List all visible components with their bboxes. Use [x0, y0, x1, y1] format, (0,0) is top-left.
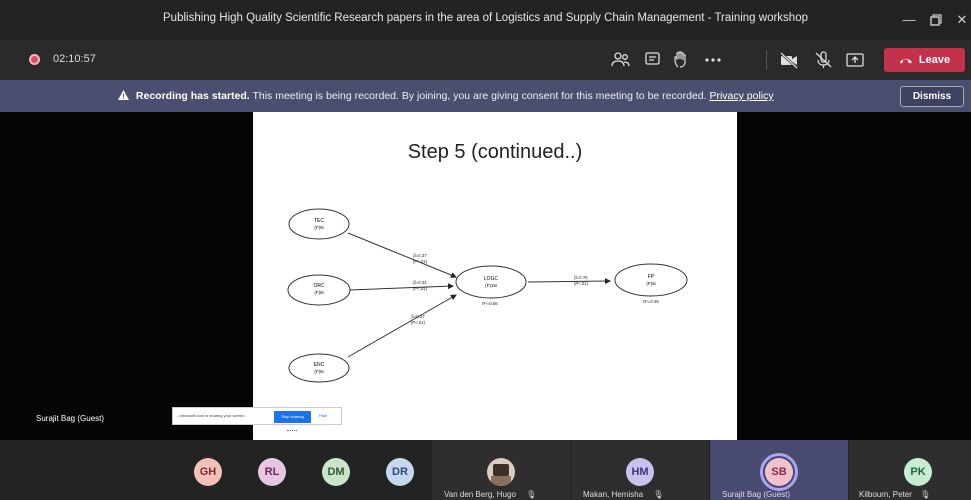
- toolbar-divider: [766, 50, 767, 70]
- participant-strip: GH RL DM DR Van den Berg, Hugo 🎙︎ HM Mak…: [0, 440, 971, 500]
- leave-label: Leave: [918, 54, 951, 66]
- participant-name: Surajit Bag (Guest): [722, 490, 791, 499]
- camera-off-icon[interactable]: [778, 50, 800, 70]
- maximize-icon[interactable]: [924, 8, 948, 32]
- label-orc-logc-p: (P<.01): [413, 286, 428, 291]
- avatar-dr[interactable]: DR: [386, 458, 414, 486]
- dismiss-button[interactable]: Dismiss: [900, 86, 964, 107]
- avatar-pk: PK: [904, 458, 932, 486]
- recording-started-text: Recording has started.: [135, 90, 250, 102]
- participant-tile-surajit[interactable]: SB Surajit Bag (Guest): [710, 440, 848, 500]
- node-fp: FP (F)5i: [614, 263, 688, 297]
- avatar-rl[interactable]: RL: [258, 458, 286, 486]
- path-orc-logc: [349, 283, 454, 291]
- svg-text:TEC: TEC: [314, 218, 324, 224]
- privacy-policy-link[interactable]: Privacy policy: [709, 90, 774, 102]
- leave-button[interactable]: Leave: [884, 48, 965, 72]
- mic-off-icon: 🎙︎: [526, 490, 537, 499]
- node-orc: ORC (F)8i: [287, 274, 351, 306]
- shared-slide: Step 5 (continued..) TEC (F)9i ORC (F)8i: [253, 112, 737, 440]
- avatar-hm: HM: [626, 458, 654, 486]
- minimize-icon[interactable]: —: [902, 12, 916, 27]
- label-enc-logc-beta: β=0.37: [411, 314, 425, 319]
- call-timer: 02:10:57: [53, 53, 96, 65]
- mic-off-icon[interactable]: [812, 50, 834, 70]
- label-enc-logc-p: (P<.01): [411, 320, 426, 325]
- title-bar: Publishing High Quality Scientific Resea…: [0, 0, 971, 40]
- svg-text:FP: FP: [648, 274, 655, 280]
- warning-icon: [118, 90, 129, 100]
- label-logc-fp-beta: β=0.76: [574, 275, 588, 280]
- close-icon[interactable]: ✕: [956, 12, 968, 27]
- path-logc-fp: [527, 278, 611, 285]
- share-icon[interactable]: [844, 50, 866, 70]
- speaking-ring: [760, 453, 798, 491]
- chat-icon[interactable]: [642, 50, 664, 70]
- more-icon[interactable]: [702, 50, 724, 70]
- stop-sharing-button[interactable]: Stop sharing: [274, 411, 311, 423]
- slide-title: Step 5 (continued..): [407, 141, 583, 163]
- label-orc-logc-beta: β=0.24: [413, 280, 427, 285]
- avatar-sb: SB: [765, 458, 793, 486]
- participant-tile-hugo[interactable]: Van den Berg, Hugo 🎙︎: [432, 440, 570, 500]
- svg-text:(F)9i: (F)9i: [314, 225, 323, 230]
- raise-hand-icon[interactable]: [671, 50, 693, 70]
- svg-text:(F)6i: (F)6i: [314, 369, 323, 374]
- label-tec-logc-beta: β=0.37: [413, 253, 427, 258]
- call-toolbar: 02:10:57 Leave: [0, 40, 971, 80]
- window-title: Publishing High Quality Scientific Resea…: [163, 12, 808, 24]
- photo-avatar: [487, 458, 515, 486]
- recording-indicator-icon: [29, 54, 40, 65]
- label-fp-r2: R²=0.49: [643, 299, 659, 304]
- participant-tile-hemisha[interactable]: HM Makan, Hemisha 🎙︎: [571, 440, 709, 500]
- mic-off-icon: 🎙︎: [653, 490, 664, 499]
- share-bar-handle[interactable]: [287, 430, 297, 433]
- participant-name: Kilbourn, Peter: [859, 490, 912, 499]
- phone-hangup-icon: [899, 59, 912, 64]
- label-logc-r2: R²=0.56: [482, 301, 498, 306]
- avatar-gh[interactable]: GH: [194, 458, 222, 486]
- recording-banner: Recording has started. This meeting is b…: [0, 80, 971, 112]
- node-enc: ENC (F)6i: [288, 353, 350, 383]
- mic-off-icon: 🎙︎: [920, 490, 931, 499]
- participant-tile-peter[interactable]: PK Kilbourn, Peter 🎙︎: [849, 440, 971, 500]
- avatar-dm[interactable]: DM: [322, 458, 350, 486]
- svg-text:ORC: ORC: [313, 283, 325, 289]
- screen-share-bar: ...microsoft.com is sharing your screen.…: [172, 407, 342, 425]
- svg-text:ENC: ENC: [314, 362, 325, 368]
- node-logc: LOGC (F)15i: [455, 265, 527, 299]
- people-icon[interactable]: [610, 50, 632, 70]
- share-status-text: ...microsoft.com is sharing your screen.: [176, 413, 246, 418]
- svg-text:(F)15i: (F)15i: [485, 283, 497, 288]
- meeting-stage: Step 5 (continued..) TEC (F)9i ORC (F)8i: [0, 112, 971, 440]
- participant-name: Makan, Hemisha: [583, 490, 644, 499]
- path-tec-logc: [347, 232, 457, 278]
- node-tec: TEC (F)9i: [288, 208, 350, 240]
- recording-consent-text: This meeting is being recorded. By joini…: [252, 90, 707, 102]
- path-model-diagram: TEC (F)9i ORC (F)8i ENC (F)6i LOGC (F)15…: [287, 208, 688, 383]
- recording-message: Recording has started. This meeting is b…: [118, 90, 774, 102]
- path-enc-logc: [347, 294, 457, 358]
- svg-text:LOGC: LOGC: [484, 276, 499, 282]
- svg-text:(F)8i: (F)8i: [314, 290, 323, 295]
- label-tec-logc-p: (P<.01): [413, 259, 428, 264]
- label-logc-fp-p: (P<.01): [574, 281, 589, 286]
- participant-name: Van den Berg, Hugo: [444, 490, 516, 499]
- presenter-name: Surajit Bag (Guest): [36, 414, 105, 423]
- svg-text:(F)5i: (F)5i: [646, 281, 655, 286]
- hide-share-bar-button[interactable]: Hide: [319, 413, 328, 418]
